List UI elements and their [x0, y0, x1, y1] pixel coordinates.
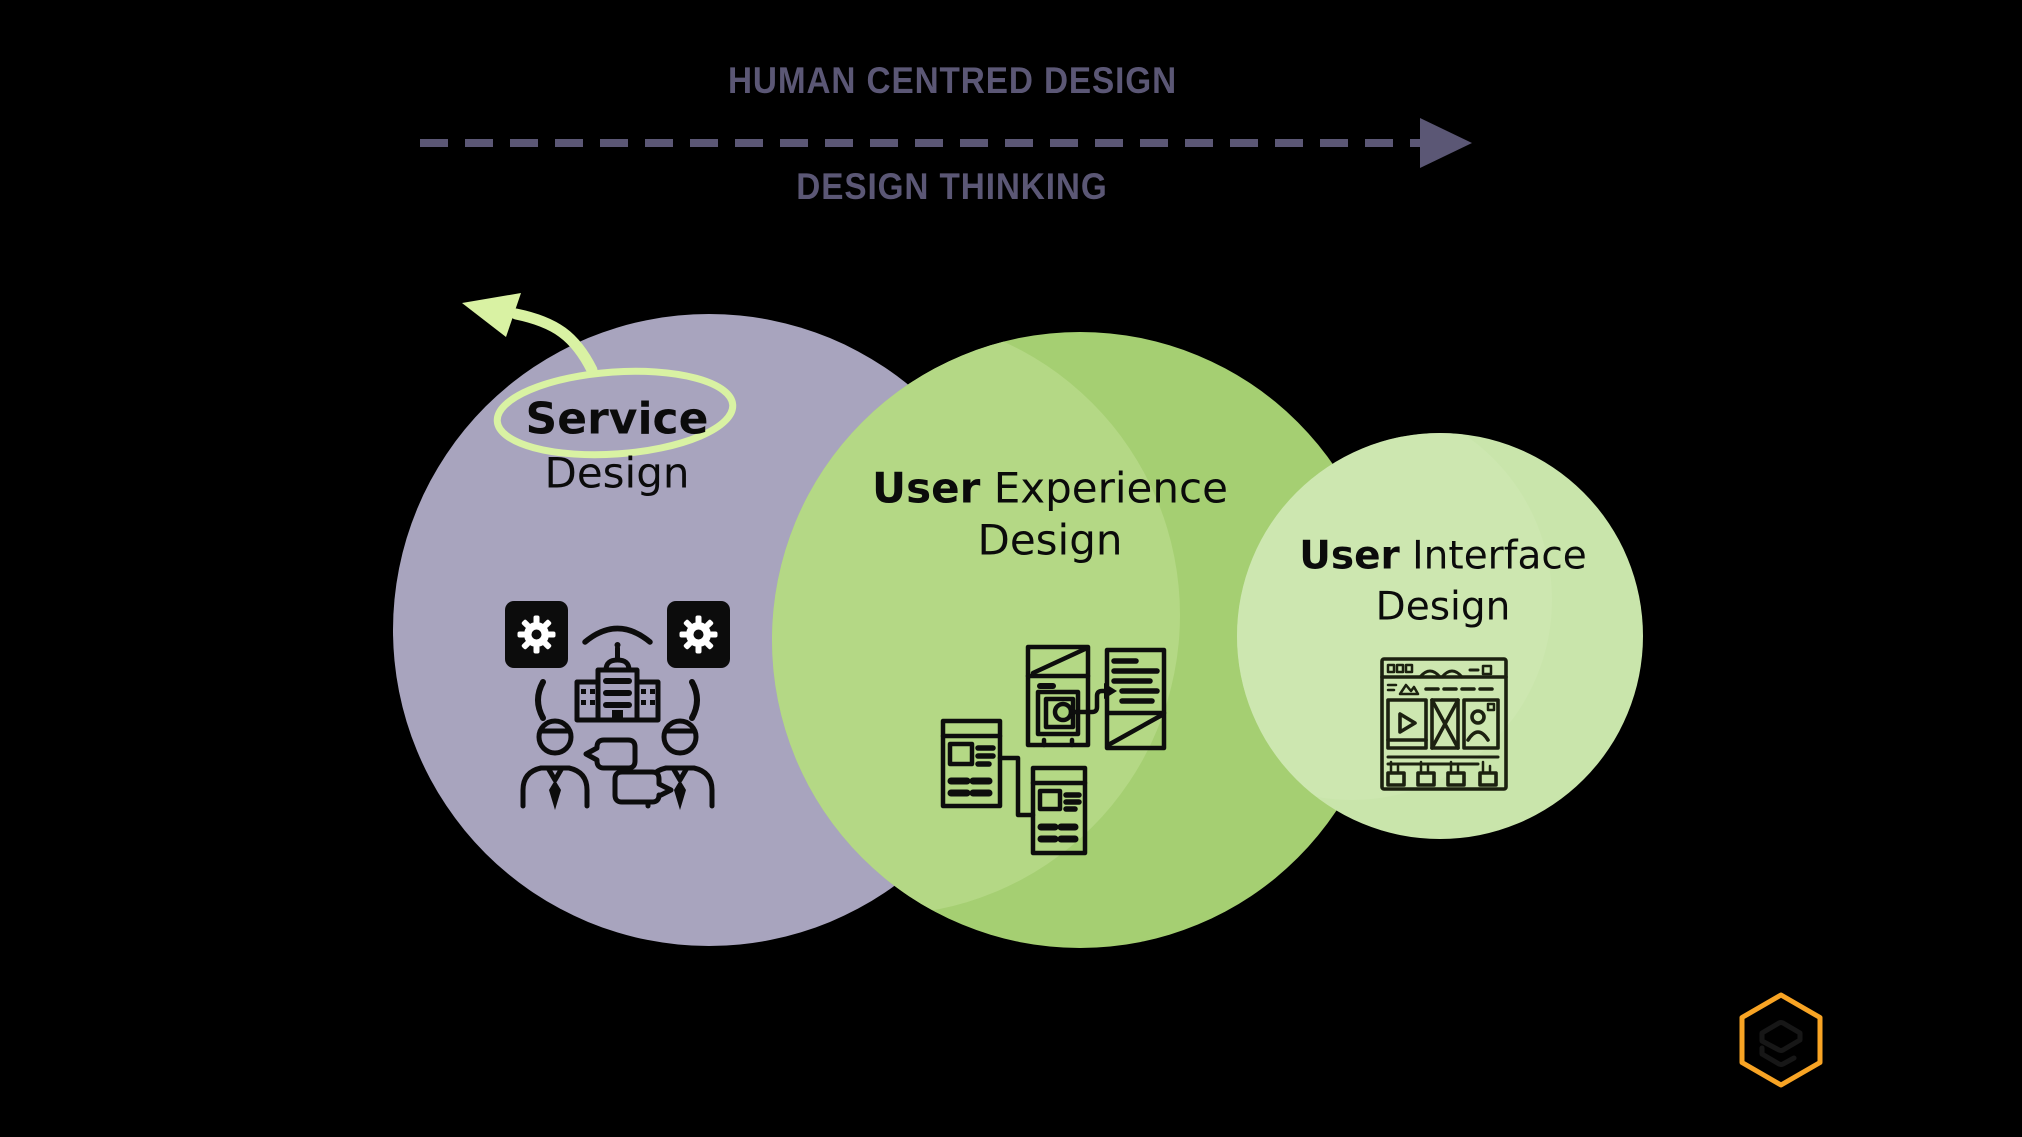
image-placeholder-tile — [1430, 698, 1460, 750]
hexagon-stack-logo — [1739, 992, 1823, 1088]
person-left-icon — [520, 718, 590, 810]
ux-label-rest: Experience — [980, 463, 1228, 513]
ux-label-line1: User Experience — [872, 464, 1228, 513]
ux-label-line2: Design — [977, 515, 1123, 565]
design-thinking-title: DESIGN THINKING — [650, 166, 1254, 208]
video-tile — [1386, 698, 1428, 750]
ui-label-bold: User — [1299, 533, 1400, 579]
flow-connector — [997, 755, 1036, 818]
human-centred-design-title: HUMAN CENTRED DESIGN — [650, 60, 1254, 102]
service-label-line2: Design — [544, 448, 690, 498]
dashed-right-arrow — [420, 118, 1472, 168]
gear-left-icon — [517, 615, 556, 654]
wireframe-flow-icon — [940, 644, 1167, 856]
gear-right-icon — [679, 615, 718, 654]
wireframe-card-right — [1104, 647, 1167, 751]
person-right-icon — [645, 718, 715, 810]
speech-bubbles-icon — [583, 737, 674, 805]
service-highlight-arrowhead — [462, 293, 521, 337]
title-text: HUMAN CENTRED DESIGN — [727, 60, 1177, 101]
wireframe-card-bottom — [1030, 765, 1088, 856]
ux-label-bold: User — [872, 463, 981, 513]
stack-glyph — [1759, 1020, 1803, 1067]
bracket-left — [535, 679, 546, 721]
hexagon-outline — [1739, 992, 1823, 1088]
wireframe-card-left — [940, 718, 1003, 809]
service-highlight-ellipse — [493, 308, 737, 459]
chart-row — [1386, 760, 1498, 787]
ux-design-circle — [772, 332, 1388, 948]
bracket-right — [689, 679, 700, 721]
building-icon — [574, 642, 661, 723]
ui-label-line1: User Interface — [1299, 534, 1587, 579]
arrowhead — [1420, 118, 1472, 168]
service-label-line1: Service — [525, 393, 709, 445]
profile-tile — [1462, 698, 1500, 750]
browser-layout-icon — [1380, 657, 1508, 791]
wireframe-card-top — [1025, 644, 1091, 748]
flow-connector-arrow — [1068, 688, 1108, 715]
organization-gears-people-icon — [505, 601, 730, 810]
ui-label-line2: Design — [1375, 584, 1511, 630]
ui-label-rest: Interface — [1399, 533, 1587, 579]
connect-arc — [582, 625, 653, 645]
subtitle-text: DESIGN THINKING — [796, 166, 1108, 207]
